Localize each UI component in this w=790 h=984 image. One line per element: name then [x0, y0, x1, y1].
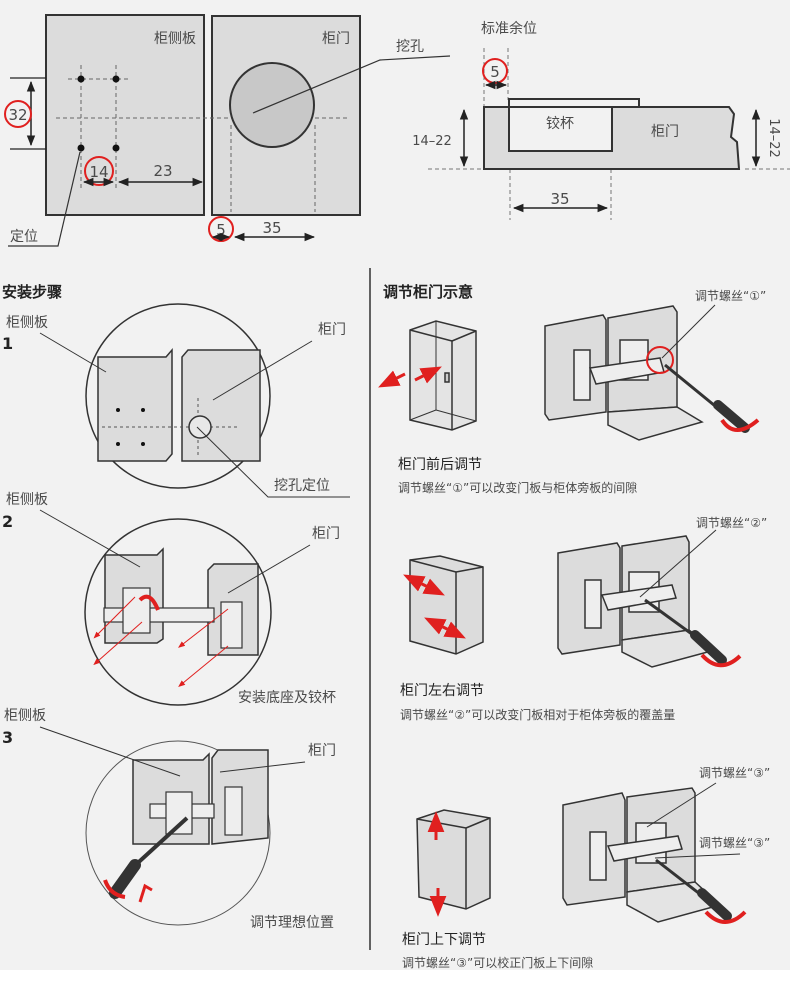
drilling-layout-diagram: 柜侧板 柜门 挖孔 32 14 23 5	[4, 14, 451, 247]
side-panel-label: 柜侧板	[154, 31, 196, 47]
dim-14-label: 14	[89, 163, 108, 181]
screw-hole-dot	[77, 75, 85, 83]
hinge-cup-plate	[224, 786, 243, 836]
adjust-title: 调节柜门示意	[383, 283, 473, 301]
margin-5-label: 5	[490, 63, 500, 81]
step-caption: 安装底座及铰杯	[238, 690, 336, 706]
thickness-left-label: 14–22	[412, 134, 452, 149]
dim-23-label: 23	[153, 162, 172, 180]
cup-label: 铰杯	[546, 116, 574, 132]
door-section-label: 柜门	[651, 124, 679, 140]
cabinet-box-icon	[409, 320, 477, 431]
hinge-adjust-illustration	[557, 535, 717, 668]
step-side-label: 柜侧板	[6, 492, 48, 508]
door-label: 柜门	[322, 31, 350, 47]
step-caption: 调节理想位置	[250, 915, 334, 931]
adjust-description: 调节螺丝“②”可以改变门板相对于柜体旁板的覆盖量	[400, 707, 675, 722]
step-door-label: 柜门	[318, 322, 346, 338]
locate-leader-line	[8, 151, 81, 247]
hinge-cup-plate	[220, 601, 243, 649]
screw-label: 调节螺丝“②”	[696, 516, 767, 530]
hole-leader-line	[252, 55, 451, 114]
step-number: 1	[2, 334, 13, 353]
door-panel-shape	[181, 349, 261, 462]
thickness-right-label: 14–22	[766, 118, 781, 158]
adjust-left-right: 调节螺丝“②” 柜门左右调节 调节螺丝“②”可以改变门板相对于柜体旁板的覆盖量	[400, 516, 767, 722]
rotate-arrow	[103, 879, 126, 899]
cabinet-box-icon	[409, 555, 484, 655]
cup-hole	[188, 415, 212, 439]
hinge-cup-section	[508, 106, 613, 152]
adjust-title-label: 柜门前后调节	[398, 456, 482, 473]
step-door-label: 柜门	[308, 743, 336, 759]
cup-flange	[508, 98, 640, 108]
hinge-adjust-illustration	[544, 305, 704, 441]
adjust-title-label: 柜门上下调节	[402, 932, 486, 948]
install-steps-title: 安装步骤	[2, 283, 62, 301]
screw-label: 调节螺丝“①”	[695, 289, 766, 303]
step-caption: 挖孔定位	[274, 478, 330, 494]
dim-35-label: 35	[262, 219, 281, 237]
install-step-3: 柜侧板 3 柜门 调节理想位置	[2, 708, 336, 931]
cabinet-box-icon	[416, 809, 491, 910]
rotate-arrow	[700, 653, 742, 668]
screw-label-second: 调节螺丝“③”	[699, 836, 770, 850]
rotate-arrow	[138, 594, 160, 611]
adjust-title-label: 柜门左右调节	[400, 683, 484, 699]
screw-hole-dot	[112, 144, 120, 152]
screwdriver-handle	[690, 630, 727, 665]
hinge-arm	[103, 607, 215, 623]
screw-hole-dot	[112, 75, 120, 83]
screw-highlight-circle	[646, 346, 674, 374]
cup-35-label: 35	[550, 190, 569, 208]
locate-label: 定位	[10, 229, 38, 245]
adjust-front-back: 调节螺丝“①” 柜门前后调节 调节螺丝“①”可以改变门板与柜体旁板的间隙	[378, 289, 766, 495]
adjust-description: 调节螺丝“①”可以改变门板与柜体旁板的间隙	[398, 480, 637, 495]
rotate-arrow	[720, 418, 760, 432]
dim-5-label: 5	[216, 221, 226, 239]
standard-margin-label: 标准余位	[481, 20, 537, 37]
install-step-2: 柜侧板 2 柜门 安装底座及铰杯	[2, 492, 340, 706]
dim-32-label: 32	[8, 106, 27, 124]
cross-section-diagram: 标准余位 5 铰杯 柜门 14–22 14–22 35	[412, 20, 790, 220]
screwdriver-handle	[713, 400, 750, 433]
adjust-up-down: 调节螺丝“③” 调节螺丝“③” 柜门上下调节 调节螺丝“③”可以校正门板上下间隙	[402, 766, 770, 970]
highlight-circle	[4, 100, 32, 128]
rotate-arrow	[704, 910, 747, 924]
screw-label: 调节螺丝“③”	[699, 766, 770, 780]
step-side-label: 柜侧板	[4, 708, 46, 724]
screwdriver-handle	[697, 888, 732, 921]
hole-label: 挖孔	[396, 39, 424, 55]
side-panel-shape	[97, 347, 173, 462]
install-step-1: 柜侧板 1 柜门 挖孔定位	[2, 303, 350, 498]
step-number: 2	[2, 512, 13, 531]
screw-hole-dot	[77, 144, 85, 152]
step-side-label: 柜侧板	[6, 315, 48, 331]
adjust-description: 调节螺丝“③”可以校正门板上下间隙	[402, 955, 593, 970]
screwdriver-handle	[109, 859, 141, 899]
step-number: 3	[2, 728, 13, 747]
step-door-label: 柜门	[312, 526, 340, 542]
